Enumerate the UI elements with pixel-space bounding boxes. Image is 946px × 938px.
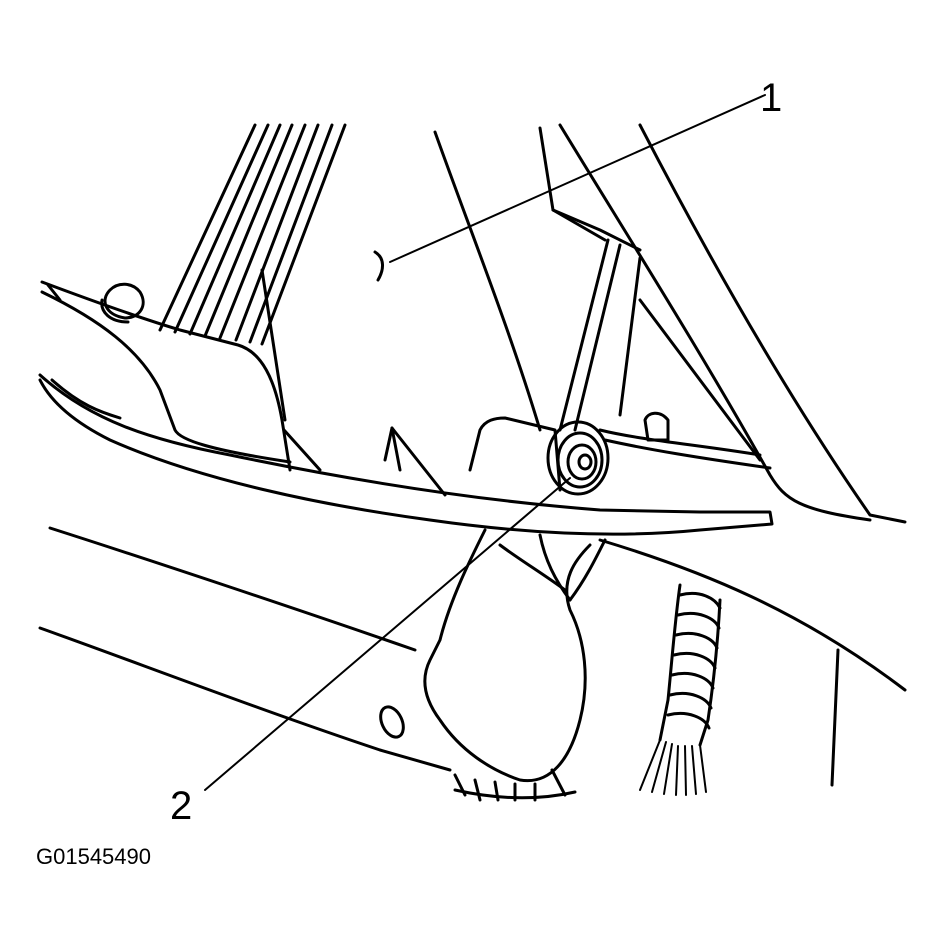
leader-line-1-hook	[373, 250, 384, 282]
mounting-block	[468, 416, 562, 492]
leader-lines	[204, 94, 766, 791]
leader-line-1	[389, 94, 766, 263]
lower-rail	[38, 373, 774, 536]
pillar-panels	[433, 123, 907, 524]
fastener-nut	[546, 420, 610, 496]
left-bracket	[40, 268, 322, 472]
cable-run	[598, 411, 772, 470]
leader-line-2	[204, 477, 571, 791]
floor-panel	[38, 526, 907, 787]
triangular-tab	[383, 426, 447, 497]
connector-housing	[379, 528, 607, 802]
callout-number-2: 2	[170, 784, 193, 828]
wire-harness-right	[639, 583, 722, 796]
wire-harness-upper	[158, 123, 347, 346]
figure-id-label: G01545490	[36, 844, 151, 869]
callout-number-1: 1	[760, 76, 783, 120]
